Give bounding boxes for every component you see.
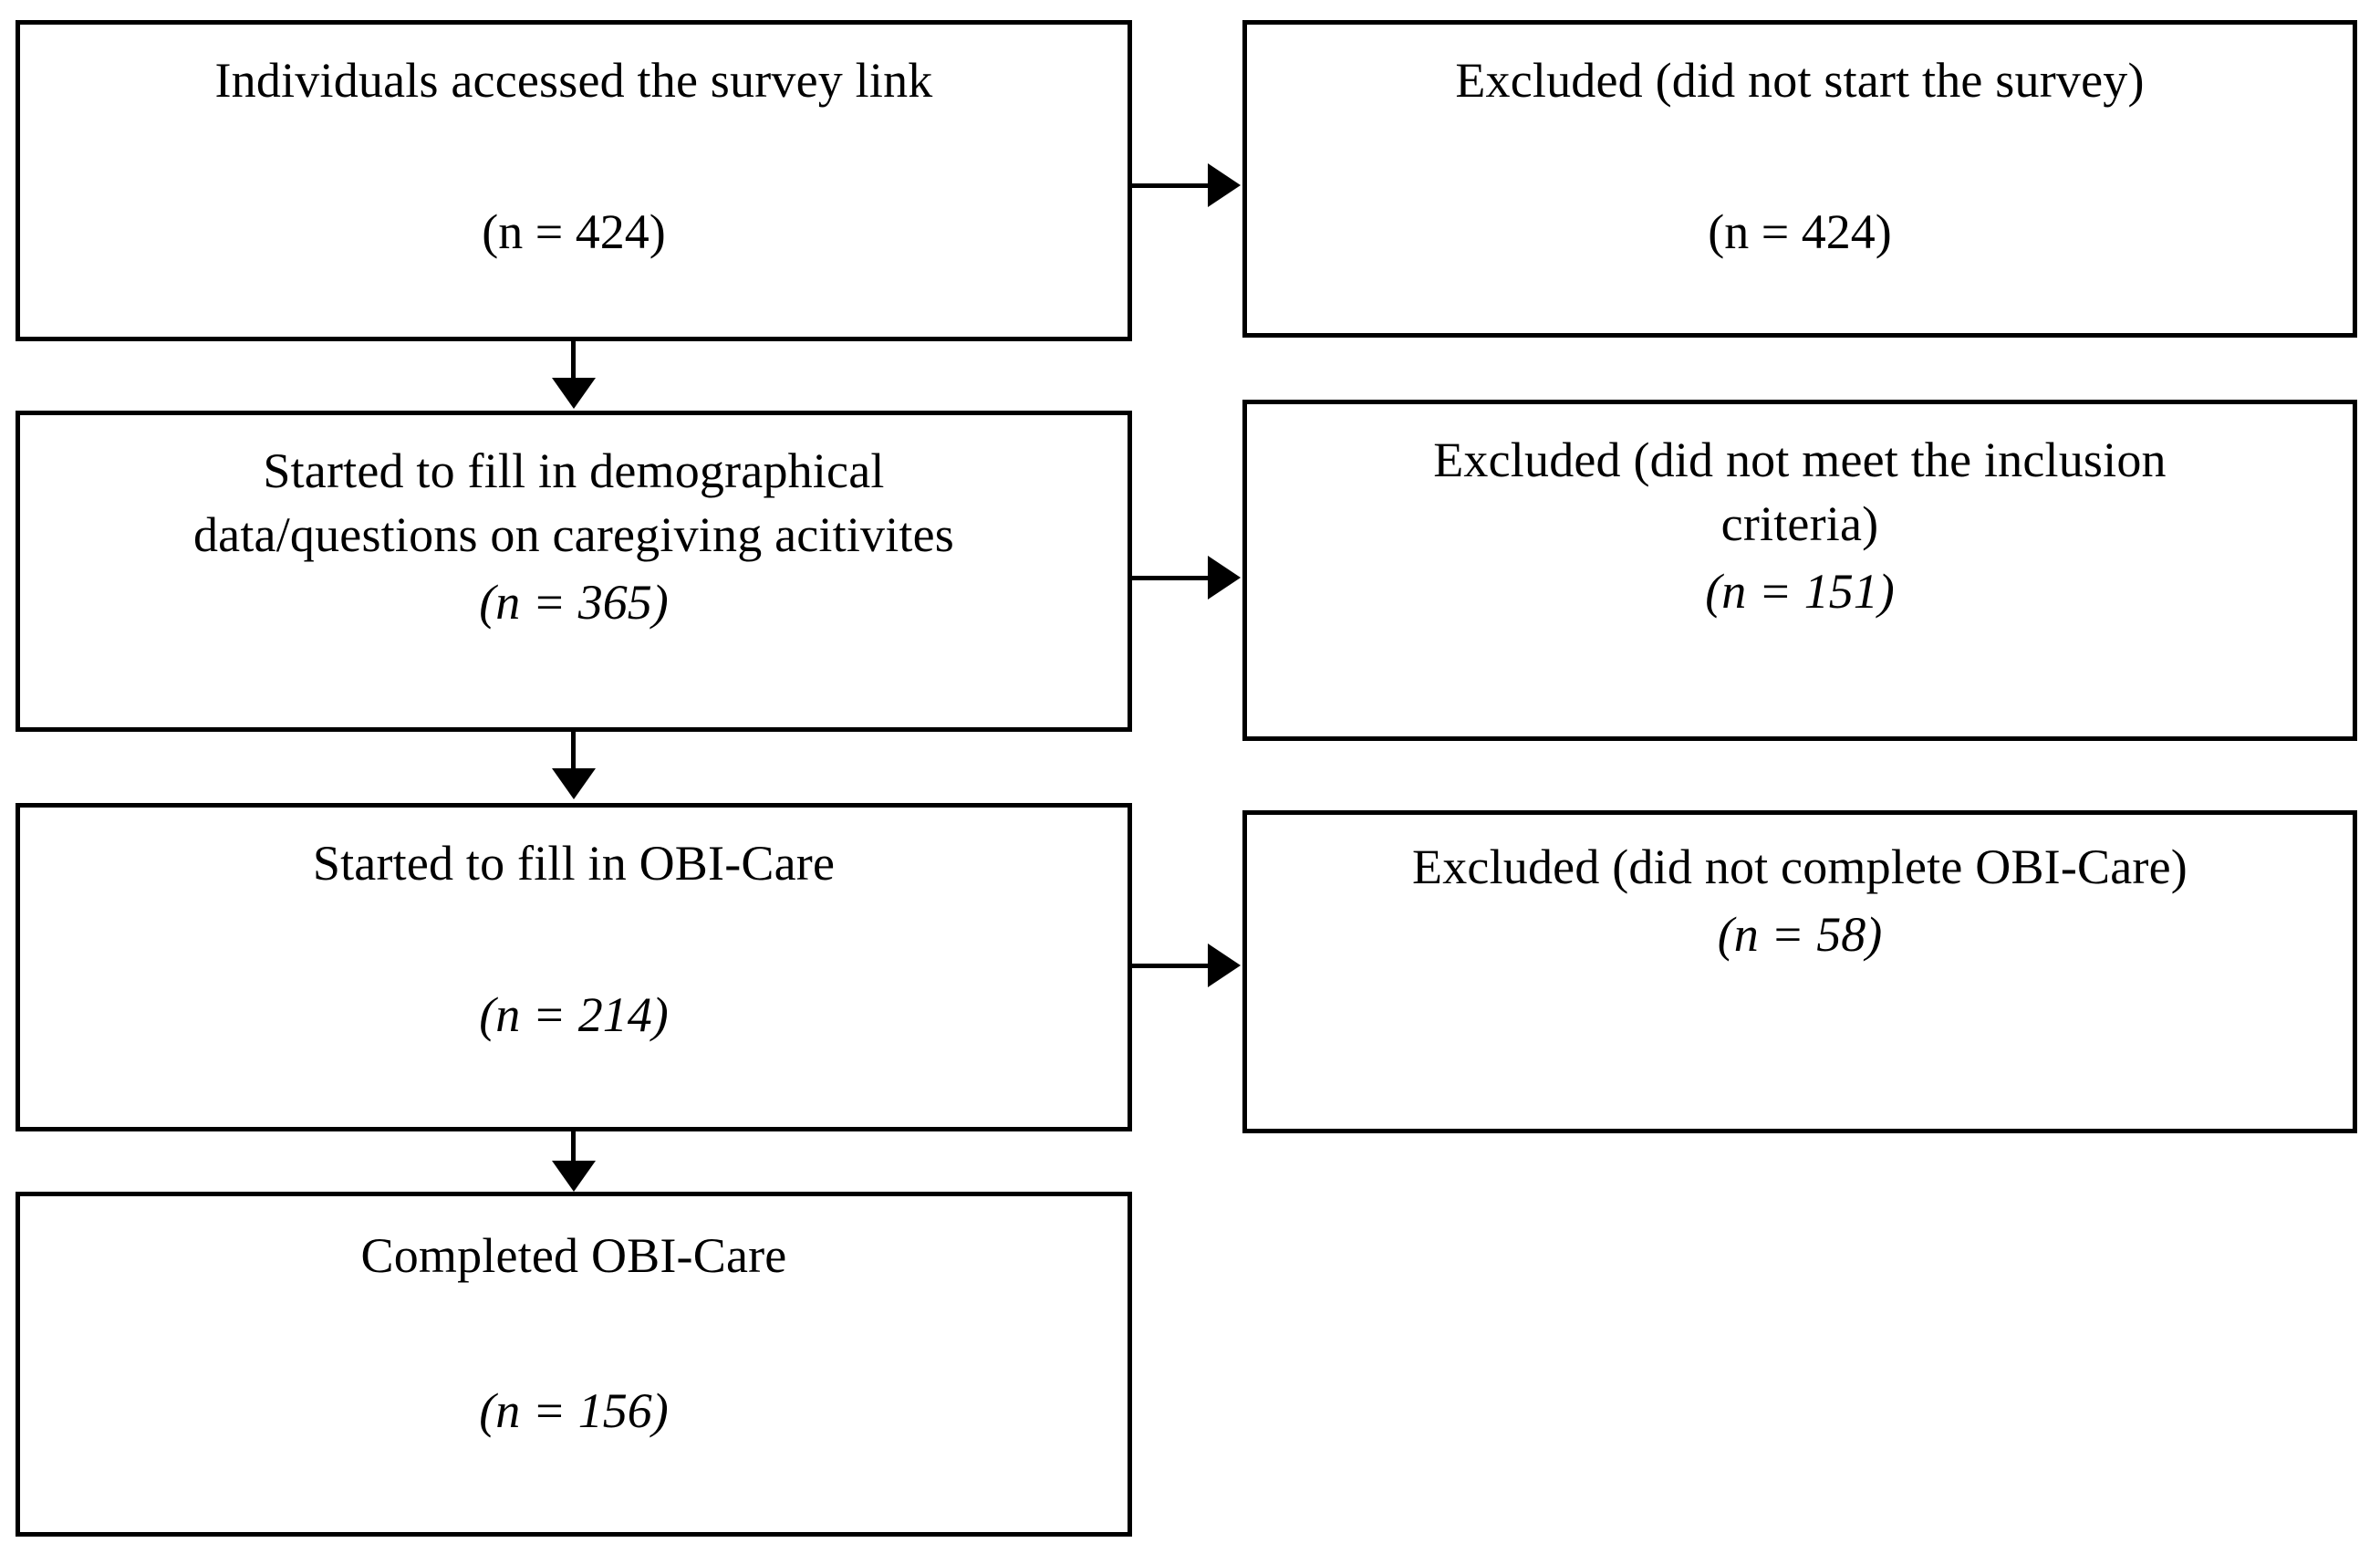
down-arrow-icon-2: [552, 768, 596, 799]
flow-box-count: (n = 424): [1708, 204, 1892, 260]
flow-box-label: Excluded (did not complete OBI-Care): [1412, 839, 2188, 894]
down-arrow-icon-3: [552, 1161, 596, 1192]
flow-box-started-demographical: Started to fill in demographical data/qu…: [16, 411, 1132, 732]
flow-box-excluded-inclusion-criteria: Excluded (did not meet the inclusion cri…: [1242, 400, 2357, 741]
down-arrow-icon-1: [552, 378, 596, 409]
right-arrow-line-2: [1132, 576, 1211, 580]
flow-box-completed-obi-care: Completed OBI-Care (n = 156): [16, 1192, 1132, 1537]
down-arrow-line-3: [571, 1131, 576, 1162]
flow-box-started-obi-care: Started to fill in OBI-Care (n = 214): [16, 803, 1132, 1131]
flow-box-count: (n = 365): [479, 575, 669, 631]
flow-box-label: Started to fill in demographical data/qu…: [192, 443, 955, 563]
flow-box-excluded-did-not-complete: Excluded (did not complete OBI-Care) (n …: [1242, 810, 2357, 1133]
flow-box-count: (n = 151): [1705, 564, 1895, 620]
right-arrow-icon-1: [1208, 163, 1241, 207]
right-arrow-line-3: [1132, 964, 1211, 968]
flow-box-label: Excluded (did not meet the inclusion cri…: [1433, 433, 2167, 552]
right-arrow-icon-3: [1208, 944, 1241, 987]
down-arrow-line-2: [571, 732, 576, 772]
flow-box-count: (n = 156): [479, 1383, 669, 1439]
flow-box-count: (n = 424): [482, 204, 666, 260]
flow-box-individuals-accessed: Individuals accessed the survey link (n …: [16, 20, 1132, 341]
flow-box-label: Completed OBI-Care: [360, 1228, 787, 1283]
flow-box-label: Started to fill in OBI-Care: [312, 836, 836, 891]
flow-box-excluded-did-not-start: Excluded (did not start the survey) (n =…: [1242, 20, 2357, 338]
down-arrow-line-1: [571, 341, 576, 381]
flow-box-label: Individuals accessed the survey link: [214, 53, 933, 108]
right-arrow-icon-2: [1208, 556, 1241, 599]
right-arrow-line-1: [1132, 183, 1211, 188]
flow-box-count: (n = 214): [479, 987, 669, 1043]
flow-box-count: (n = 58): [1717, 907, 1883, 963]
flow-box-label: Excluded (did not start the survey): [1455, 53, 2145, 108]
